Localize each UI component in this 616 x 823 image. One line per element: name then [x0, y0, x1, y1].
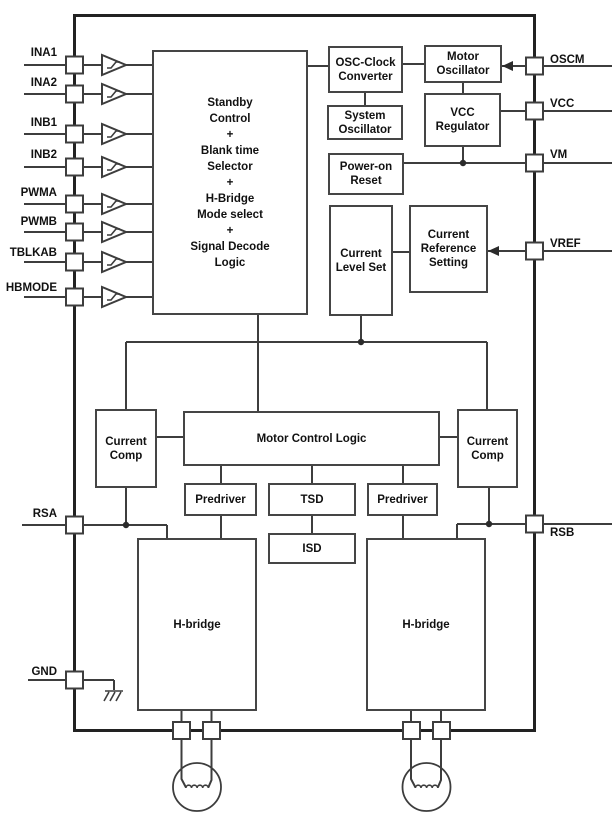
block-label: Current Comp	[105, 435, 147, 462]
block-tsd: TSD	[268, 483, 356, 516]
pin-label-pwmb: PWMB	[20, 216, 57, 228]
block-label: Motor Oscillator	[436, 51, 490, 77]
wires	[22, 63, 612, 690]
block-label: H-bridge	[402, 618, 450, 631]
pin-label-inb2: INB2	[30, 149, 57, 161]
block-label: Power-on Reset	[339, 161, 393, 187]
arrowhead-icons	[488, 61, 513, 256]
block-label: Current Comp	[466, 435, 509, 462]
junction-dots	[122, 159, 493, 529]
block-motor-control-logic: Motor Control Logic	[183, 411, 440, 466]
block-label: Predriver	[377, 493, 428, 506]
pin-label-inb1: INB1	[30, 117, 57, 129]
block-line: Signal Decode	[190, 240, 270, 253]
block-line: +	[226, 176, 234, 189]
pin-label-ina1: INA1	[30, 47, 57, 59]
pin-label-rsa: RSA	[32, 508, 57, 520]
pin-label-vm: VM	[550, 149, 568, 161]
ground-icon	[103, 690, 123, 702]
pin-label-rsb: RSB	[550, 527, 575, 539]
block-label: Predriver	[195, 493, 246, 506]
schmitt-buffer-icons	[101, 54, 127, 308]
block-isd: ISD	[268, 533, 356, 564]
block-current-reference-setting: Current Reference Setting	[409, 205, 488, 293]
block-label: OSC-Clock Converter	[335, 56, 396, 83]
block-system-oscillator: System Oscillator	[327, 105, 403, 140]
pin-vcc	[525, 101, 544, 121]
block-current-comp-right: Current Comp	[457, 409, 518, 488]
pin-hbmode	[65, 287, 84, 307]
block-line: H-Bridge	[205, 192, 255, 205]
pin-vref	[525, 241, 544, 261]
block-label: TSD	[300, 493, 324, 506]
arrow-vref-icon	[488, 246, 499, 256]
block-osc-clock-converter: OSC-Clock Converter	[328, 46, 403, 93]
arrow-oscm-icon	[502, 61, 513, 71]
block-power-on-reset: Power-on Reset	[328, 153, 404, 195]
block-predriver-right: Predriver	[367, 483, 438, 516]
block-line: Mode select	[197, 208, 263, 221]
block-line: Selector	[207, 160, 253, 173]
pin-outb2	[432, 721, 451, 740]
pin-ina1	[65, 55, 84, 75]
chip-outline	[73, 14, 536, 732]
pin-pwmb	[65, 222, 84, 242]
block-label: H-bridge	[173, 618, 221, 631]
block-line: +	[226, 224, 234, 237]
block-predriver-left: Predriver	[184, 483, 257, 516]
pin-outb1	[402, 721, 421, 740]
block-vcc-regulator: VCC Regulator	[424, 93, 501, 147]
pin-label-hbmode: HBMODE	[5, 282, 57, 294]
pin-inb2	[65, 157, 84, 177]
pin-tblkab	[65, 252, 84, 272]
pin-oscm	[525, 56, 544, 76]
block-hbridge-right: H-bridge	[366, 538, 486, 711]
block-motor-oscillator: Motor Oscillator	[424, 45, 502, 83]
pin-label-tblkab: TBLKAB	[9, 247, 57, 259]
pin-rsb	[525, 514, 544, 534]
block-line: Blank time	[200, 144, 260, 157]
pin-ina2	[65, 84, 84, 104]
block-standby-control: Standby Control + Blank time Selector + …	[152, 50, 308, 315]
pin-label-ina2: INA2	[30, 77, 57, 89]
pin-gnd	[65, 670, 84, 690]
pin-pwma	[65, 194, 84, 214]
block-label: ISD	[302, 542, 322, 555]
block-current-comp-left: Current Comp	[95, 409, 157, 488]
pin-label-vref: VREF	[550, 238, 581, 250]
block-label: System Oscillator	[338, 109, 392, 136]
block-line: Control	[209, 112, 251, 125]
block-label: Current Level Set	[335, 247, 387, 274]
block-label: Motor Control Logic	[256, 432, 367, 445]
pin-inb1	[65, 124, 84, 144]
pin-label-gnd: GND	[31, 666, 57, 678]
pin-label-vcc: VCC	[550, 98, 575, 110]
pin-label-pwma: PWMA	[20, 187, 57, 199]
block-line: Logic	[214, 256, 246, 269]
block-current-level-set: Current Level Set	[329, 205, 393, 316]
pin-rsa	[65, 515, 84, 535]
block-line: Standby	[207, 96, 253, 109]
pin-label-oscm: OSCM	[550, 54, 585, 66]
block-hbridge-left: H-bridge	[137, 538, 257, 711]
pin-vm	[525, 153, 544, 173]
block-label: Current Reference Setting	[420, 229, 477, 269]
pin-outa1	[172, 721, 191, 740]
pin-outa2	[202, 721, 221, 740]
block-line: +	[226, 128, 234, 141]
block-label: VCC Regulator	[435, 107, 490, 133]
